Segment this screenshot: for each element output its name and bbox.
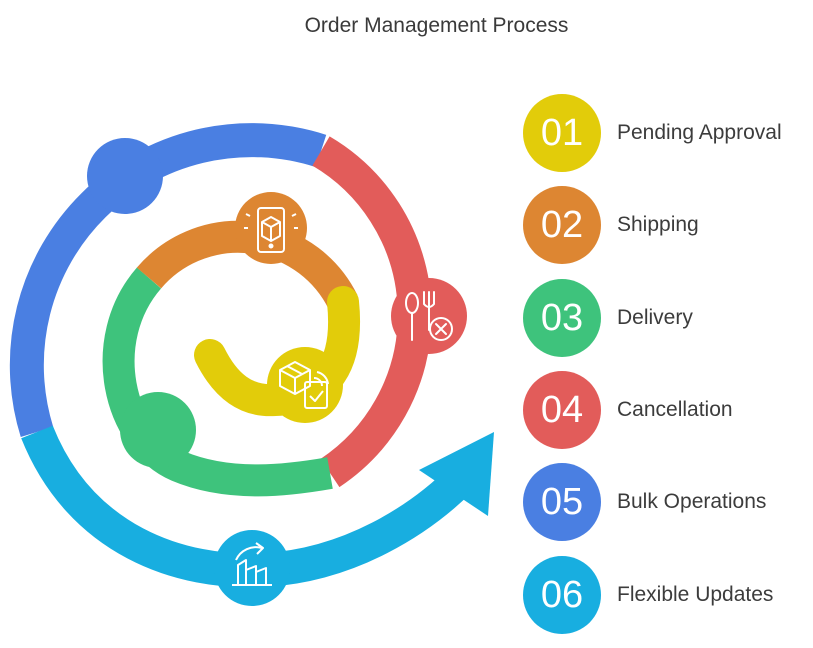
step-label: Shipping	[617, 213, 699, 236]
legend-item-delivery: 03 Delivery	[523, 279, 693, 357]
step-label: Flexible Updates	[617, 583, 774, 606]
spiral-node-bulk-operations	[87, 138, 163, 214]
legend-item-pending-approval: 01 Pending Approval	[523, 94, 782, 172]
refresh-building-icon	[214, 530, 290, 606]
step-label: Cancellation	[617, 398, 733, 421]
package-clipboard-icon	[267, 347, 343, 423]
step-number-badge: 03	[523, 279, 601, 357]
package-phone-icon	[235, 192, 307, 264]
step-number-badge: 01	[523, 94, 601, 172]
legend-item-cancellation: 04 Cancellation	[523, 371, 733, 449]
legend-item-bulk-operations: 05 Bulk Operations	[523, 463, 766, 541]
fork-knife-cancel-icon	[391, 278, 467, 354]
spiral-segment-bulk-operations	[9, 123, 327, 438]
step-number-badge: 02	[523, 186, 601, 264]
spiral-node-delivery	[120, 392, 196, 468]
step-number-badge: 06	[523, 556, 601, 634]
spiral-arrowhead	[419, 432, 494, 516]
step-number-badge: 04	[523, 371, 601, 449]
legend-item-flexible-updates: 06 Flexible Updates	[523, 556, 773, 634]
diagram-title: Order Management Process	[304, 14, 569, 37]
step-number-badge: 05	[523, 463, 601, 541]
step-label: Pending Approval	[617, 121, 782, 144]
step-label: Delivery	[617, 306, 693, 329]
step-label: Bulk Operations	[617, 490, 767, 513]
legend-item-shipping: 02 Shipping	[523, 186, 699, 264]
